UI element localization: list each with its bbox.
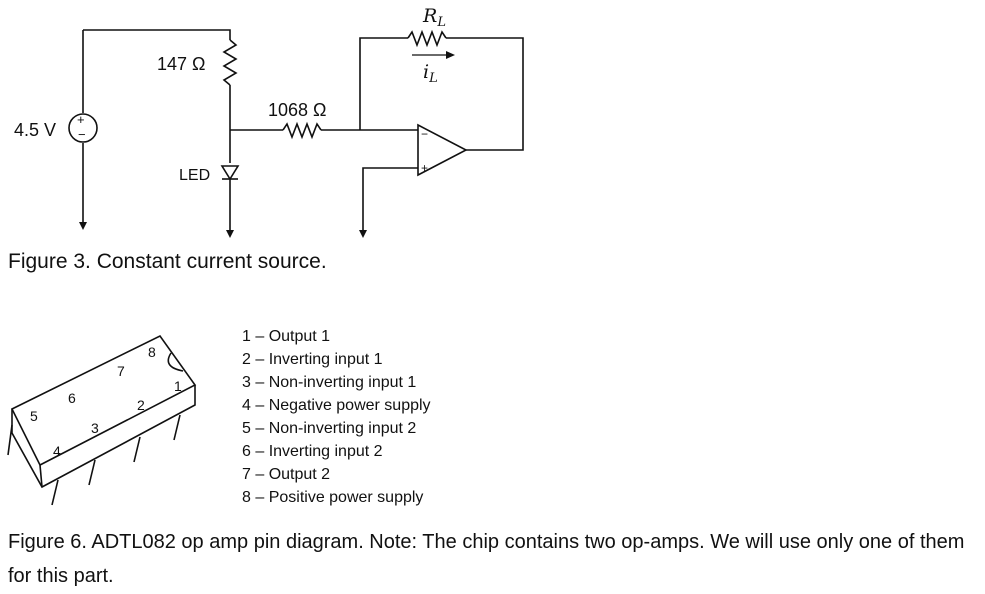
opamp-triangle: [417, 123, 468, 177]
chip-leg-2: [133, 436, 141, 463]
chip-top-face: [10, 334, 197, 467]
pin-label-8: 8: [148, 344, 156, 360]
pin-list-item: 4 – Negative power supply: [242, 397, 431, 414]
pin-list-item: 5 – Non-inverting input 2: [242, 420, 417, 437]
voltage-source: [68, 113, 98, 143]
led-label: LED: [179, 167, 210, 184]
chip-leg-4: [51, 479, 59, 506]
source-plus: +: [77, 112, 85, 127]
resistor-rl: [407, 29, 447, 48]
pin-label-5: 5: [30, 408, 38, 424]
figure6-caption: Figure 6. ADTL082 op amp pin diagram. No…: [8, 531, 965, 587]
current-arrow-head: [446, 51, 455, 59]
wire-source-top: [83, 29, 231, 40]
pin-list: 1 – Output 1 2 – Inverting input 1 3 – N…: [242, 325, 431, 509]
chip-leg-3: [88, 459, 96, 486]
r147-label: 147 Ω: [157, 54, 206, 74]
chip-notch: [167, 352, 184, 372]
il-label: iL: [423, 61, 438, 86]
pin-list-item: 6 – Inverting input 2: [242, 443, 383, 460]
pin-list-item: 8 – Positive power supply: [242, 489, 424, 506]
pin-label-1: 1: [174, 378, 182, 394]
pin-list-item: 7 – Output 2: [242, 466, 331, 483]
chip-leg-5: [7, 424, 13, 456]
wire-feedback-left: [359, 37, 408, 130]
pin-label-7: 7: [117, 363, 125, 379]
source-voltage-label: 4.5 V: [14, 120, 56, 140]
chip-leg-1: [173, 414, 181, 441]
figure3-caption: Figure 3. Constant current source.: [8, 250, 327, 273]
pin-list-item: 2 – Inverting input 1: [242, 351, 383, 368]
wire-feedback-right: [446, 37, 524, 151]
pin-list-item: 3 – Non-inverting input 1: [242, 374, 417, 391]
resistor-147: [222, 39, 238, 86]
pin-label-3: 3: [91, 420, 99, 436]
figure6-chip: 1 2 3 4 5 6 7 8: [7, 334, 197, 506]
opamp-plus: +: [421, 161, 428, 175]
pin-label-2: 2: [137, 397, 145, 413]
rl-label: RL: [422, 5, 446, 30]
opamp-minus: −: [421, 127, 428, 141]
chip-front-face: [11, 385, 196, 489]
resistor-1068: [282, 121, 322, 140]
ground-arrow-led: [226, 230, 234, 238]
pin-label-6: 6: [68, 390, 76, 406]
source-minus: −: [78, 127, 86, 142]
ground-arrow-left: [79, 222, 87, 230]
ground-arrow-noninv: [359, 230, 367, 238]
figure3-circuit: + − 4.5 V 147 Ω 1068 Ω LED RL iL −: [14, 5, 524, 238]
chip-front-edge: [39, 464, 43, 488]
wire-noninv-ground: [362, 167, 418, 230]
led-symbol: [220, 165, 240, 181]
r1068-label: 1068 Ω: [268, 100, 327, 120]
pin-list-item: 1 – Output 1: [242, 328, 331, 345]
pin-label-4: 4: [53, 443, 61, 459]
